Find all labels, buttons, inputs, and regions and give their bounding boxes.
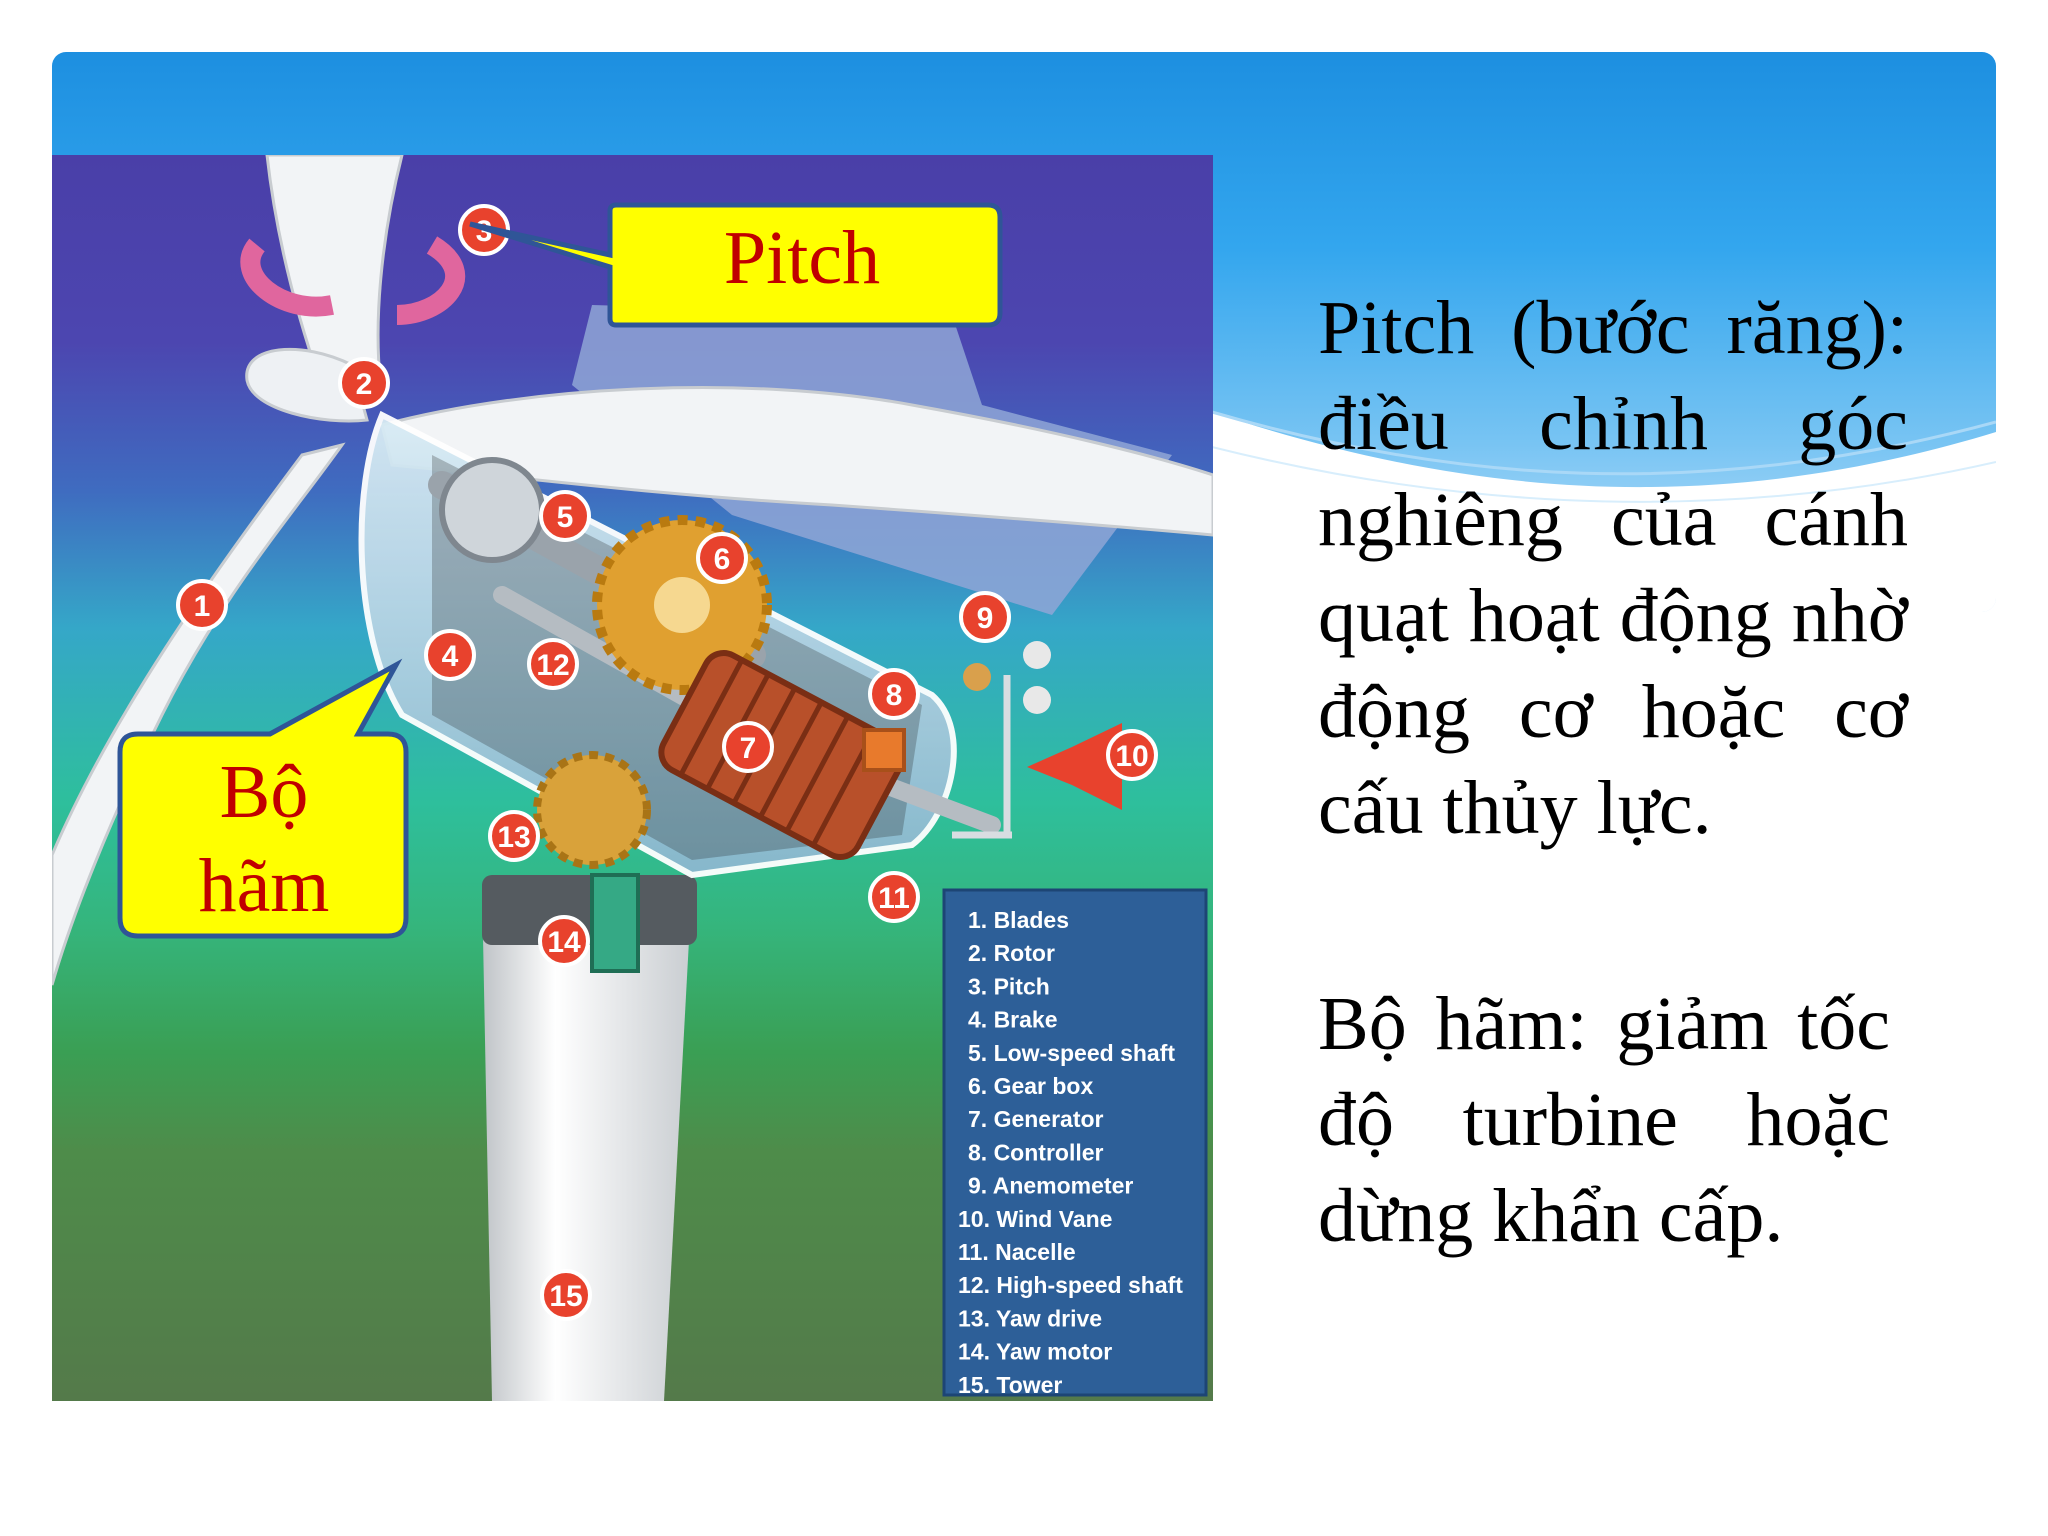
- wind-turbine-diagram: 1. Blades 2. Rotor 3. Pitch 4. Brake 5. Low-…: [52, 155, 1213, 1401]
- legend-item: 9. Anemometer: [968, 1173, 1133, 1199]
- legend-item: 7. Generator: [968, 1106, 1104, 1132]
- part-number-badge: 13: [488, 810, 540, 862]
- part-number-label: 1: [194, 590, 211, 623]
- part-number-badge: 9: [959, 591, 1011, 643]
- brake-callout-bubble: [117, 658, 409, 939]
- legend-item: 8. Controller: [968, 1139, 1104, 1165]
- part-number-badge: 4: [424, 629, 476, 681]
- part-number-badge: 1: [176, 579, 228, 631]
- gear-hub: [654, 577, 710, 633]
- legend-item: 12. High-speed shaft: [958, 1272, 1183, 1298]
- brake-disc-icon: [439, 457, 545, 563]
- brake-callout-label: Bộ hãm: [122, 745, 406, 933]
- rotor-hub-icon: [245, 347, 369, 423]
- part-number-badge: 15: [540, 1269, 592, 1321]
- brake-callout-line: Bộ: [219, 750, 309, 834]
- part-number-badge: 10: [1106, 729, 1158, 781]
- wind-vane-icon: [1027, 723, 1122, 810]
- part-number-badge: 2: [338, 357, 390, 409]
- pitch-rotation-icon: [240, 238, 334, 317]
- part-number-label: 6: [714, 543, 731, 576]
- part-number-label: 2: [356, 368, 373, 401]
- banner-waves: [1211, 410, 1996, 612]
- controller-icon: [862, 728, 906, 772]
- pitch-callout-bubble: [469, 202, 1003, 328]
- legend-item: 11. Nacelle: [958, 1239, 1076, 1265]
- legend-item: 6. Gear box: [968, 1073, 1093, 1099]
- legend-item: 2. Rotor: [968, 940, 1055, 966]
- part-number-label: 8: [886, 679, 903, 712]
- part-number-label: 14: [547, 926, 581, 959]
- part-number-label: 15: [549, 1280, 582, 1313]
- yaw-motor-icon: [590, 873, 640, 973]
- legend-item: 4. Brake: [968, 1007, 1058, 1033]
- part-number-label: 7: [740, 732, 757, 765]
- brake-description: Bộ hãm: giảm tốc độ turbine hoặc dừng kh…: [1318, 982, 1890, 1258]
- part-number-label: 4: [442, 640, 459, 673]
- part-number-badge: 8: [868, 668, 920, 720]
- legend-item: 5. Low-speed shaft: [968, 1040, 1175, 1066]
- part-number-label: 9: [977, 602, 994, 635]
- parts-legend-panel: [942, 888, 1208, 1397]
- pitch-callout-label: Pitch: [723, 216, 881, 300]
- part-number-badge: 14: [538, 915, 590, 967]
- part-number-badge: 11: [868, 871, 920, 923]
- pitch-description: Pitch (bước răng): điều chỉnh góc nghiên…: [1318, 286, 1908, 850]
- part-number-label: 10: [1115, 740, 1148, 773]
- part-number-label: 3: [476, 215, 493, 248]
- legend-item: 13. Yaw drive: [958, 1305, 1102, 1331]
- part-number-badge: 6: [696, 532, 748, 584]
- yaw-housing-icon: [482, 875, 697, 945]
- brake-callout-line: hãm: [198, 844, 330, 928]
- part-number-badge: 5: [539, 490, 591, 542]
- part-number-label: 5: [557, 501, 574, 534]
- part-number-label: 13: [497, 821, 530, 854]
- legend-item: 15. Tower: [958, 1372, 1062, 1398]
- legend-item: 10. Wind Vane: [958, 1206, 1112, 1232]
- part-number-label: 12: [536, 649, 569, 682]
- anemometer-cup-icon: [963, 663, 991, 691]
- part-number-badge: 12: [527, 638, 579, 690]
- part-number-badge: 7: [722, 721, 774, 773]
- legend-item: 3. Pitch: [968, 973, 1050, 999]
- generator-icon: [658, 650, 906, 860]
- yaw-drive-icon: [533, 751, 651, 869]
- part-number-label: 11: [878, 882, 910, 915]
- blade-right-icon: [380, 386, 1213, 537]
- legend-item: 1. Blades: [968, 907, 1069, 933]
- tower-icon: [482, 885, 692, 1401]
- legend-item: 14. Yaw motor: [958, 1339, 1112, 1365]
